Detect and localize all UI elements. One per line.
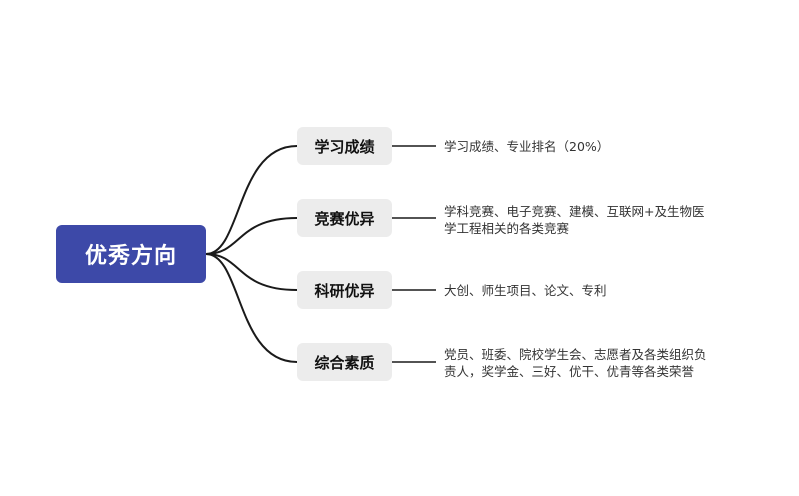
branch-node-research[interactable]: 科研优异 [297, 271, 392, 309]
detail-research: 大创、师生项目、论文、专利 [444, 282, 734, 299]
detail-grades: 学习成绩、专业排名（20%） [444, 138, 734, 155]
detail-competitions-line-2: 学工程相关的各类竞赛 [444, 221, 570, 236]
branch-node-competitions[interactable]: 竞赛优异 [297, 199, 392, 237]
detail-grades-line-1: 学习成绩、专业排名（20%） [444, 139, 610, 154]
connector-root-to-competitions [205, 217, 298, 255]
root-node[interactable]: 优秀方向 [56, 225, 206, 283]
detail-competitions: 学科竞赛、电子竞赛、建模、互联网+及生物医 学工程相关的各类竞赛 [444, 203, 734, 237]
detail-research-line-1: 大创、师生项目、论文、专利 [444, 283, 607, 298]
connector-root-to-grades [205, 145, 298, 255]
detail-overall-quality: 党员、班委、院校学生会、志愿者及各类组织负 责人，奖学金、三好、优干、优青等各类… [444, 346, 734, 380]
connector-lines [205, 145, 436, 363]
connector-root-to-research [205, 253, 298, 291]
detail-overall-quality-line-2: 责人，奖学金、三好、优干、优青等各类荣誉 [444, 364, 695, 379]
detail-competitions-line-1: 学科竞赛、电子竞赛、建模、互联网+及生物医 [444, 204, 705, 219]
branch-node-overall-quality[interactable]: 综合素质 [297, 343, 392, 381]
branch-node-grades[interactable]: 学习成绩 [297, 127, 392, 165]
detail-overall-quality-line-1: 党员、班委、院校学生会、志愿者及各类组织负 [444, 347, 707, 362]
connector-root-to-overall-quality [205, 253, 298, 363]
